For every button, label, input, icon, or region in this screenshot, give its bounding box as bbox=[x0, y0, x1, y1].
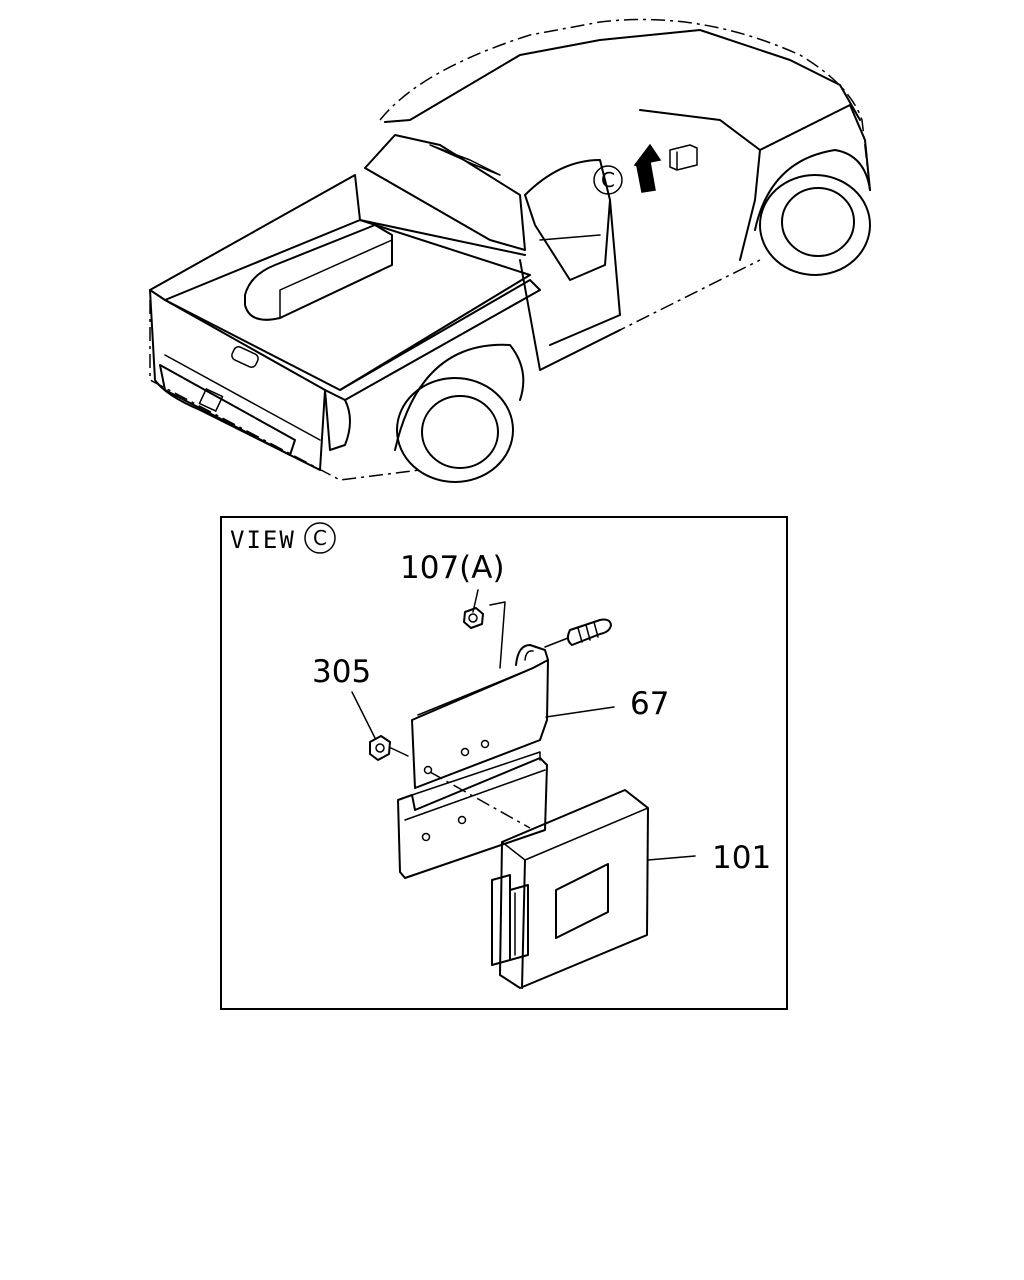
control-unit-101 bbox=[491, 789, 649, 989]
pickup-truck-illustration: C bbox=[149, 18, 871, 483]
view-direction-arrow bbox=[633, 143, 662, 193]
view-c-panel: VIEW C 107(A) 305 67 101 bbox=[220, 516, 788, 1010]
view-marker-letter: C bbox=[313, 526, 327, 550]
callout-305: 305 bbox=[312, 654, 371, 690]
view-label: VIEW bbox=[230, 526, 296, 554]
bracket-67 bbox=[397, 644, 549, 879]
view-c-marker: C bbox=[593, 165, 623, 195]
callout-101: 101 bbox=[712, 840, 771, 876]
callout-107a: 107(A) bbox=[400, 550, 505, 586]
nut-107a bbox=[463, 607, 484, 629]
stud-bolt bbox=[544, 618, 612, 648]
callout-67: 67 bbox=[630, 686, 669, 722]
component-location-icon bbox=[669, 144, 698, 171]
svg-text:C: C bbox=[601, 168, 615, 192]
view-marker-circle bbox=[304, 522, 336, 554]
view-frame bbox=[220, 516, 788, 1010]
nut-305 bbox=[369, 735, 391, 761]
